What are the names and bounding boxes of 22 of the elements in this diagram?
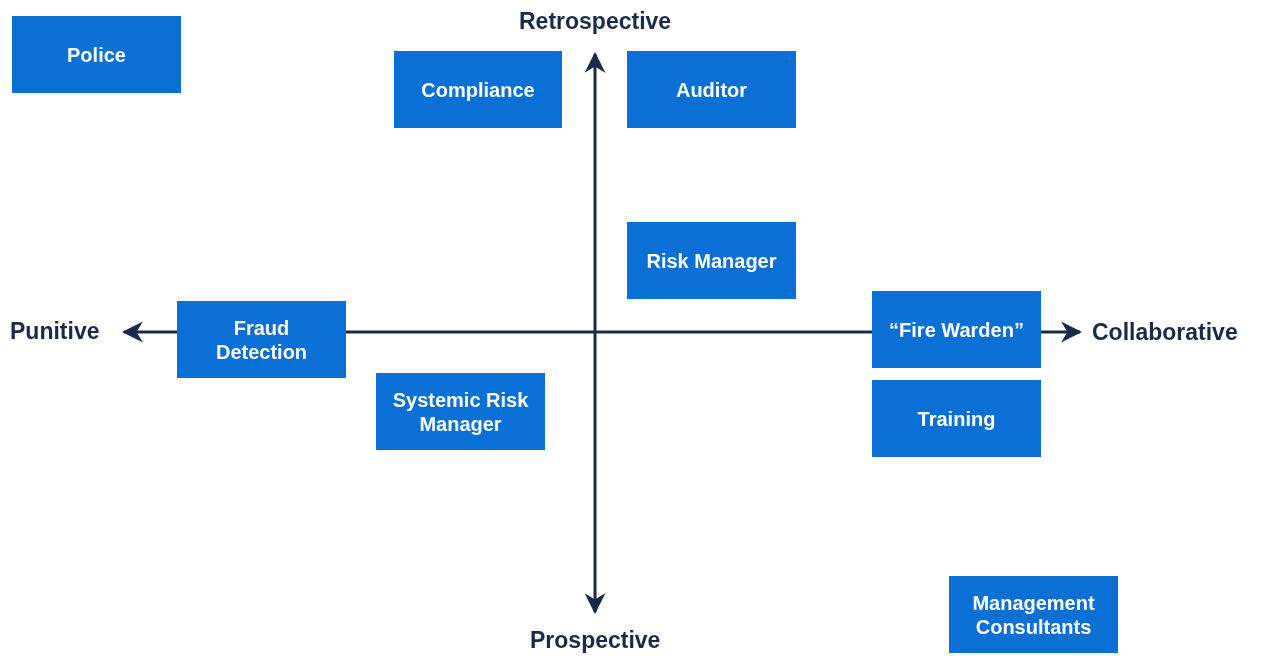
role-box [872,380,1041,457]
role-label: Risk Manager [646,248,777,273]
axis-label: Prospective [530,626,661,654]
role-box [177,301,346,378]
role-label: Training [917,406,996,431]
axis-label: Collaborative [1092,318,1238,346]
role-label: Systemic Risk Manager [391,387,530,436]
role-label: Police [67,42,126,67]
role-box [627,51,796,128]
role-label: Management Consultants [971,590,1096,639]
role-label: Fraud Detection [214,315,309,364]
role-label: Auditor [675,77,748,102]
role-box [627,222,796,299]
role-label: Compliance [421,77,535,102]
role-box [872,291,1041,368]
role-box [12,16,181,93]
role-box [949,576,1118,653]
role-box [394,51,562,128]
axis-label: Punitive [10,317,100,345]
axis-label: Retrospective [519,7,672,35]
role-label: “Fire Warden” [889,317,1024,342]
role-box [376,373,545,450]
